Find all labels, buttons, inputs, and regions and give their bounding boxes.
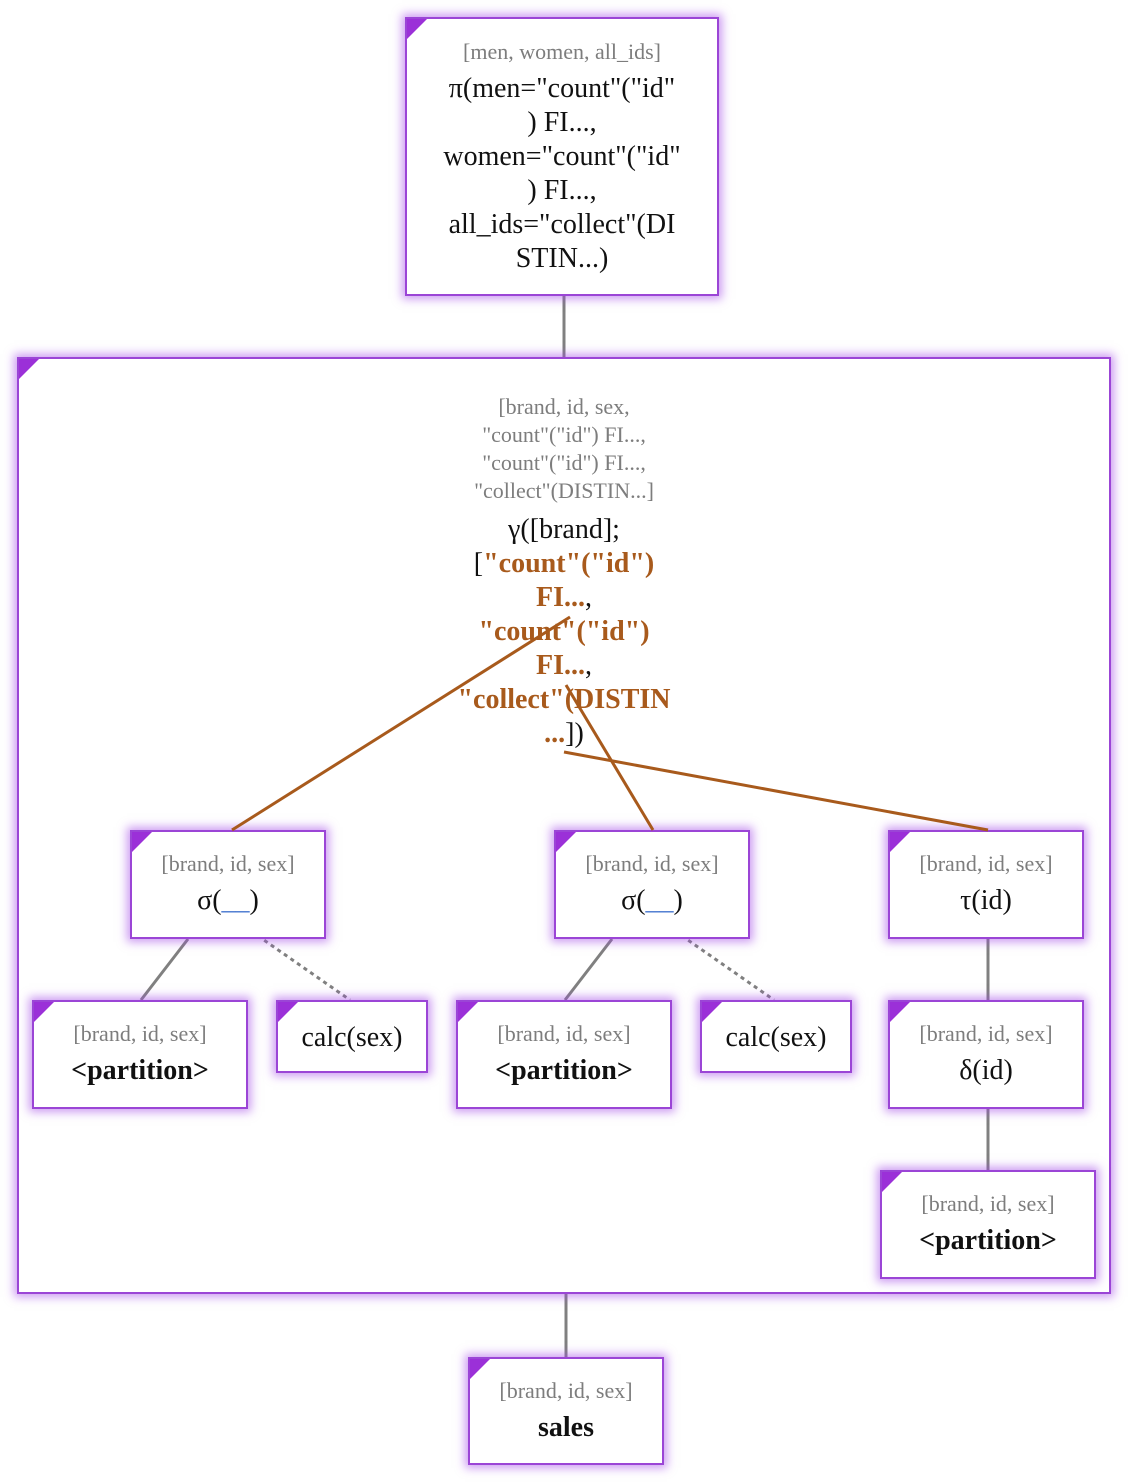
node-corner-marker — [890, 832, 910, 852]
partition-node[interactable]: [brand, id, sex] <partition> — [456, 1000, 672, 1109]
node-corner-marker — [278, 1002, 298, 1022]
node-label: calc(sex) — [725, 1022, 827, 1053]
groupby-node[interactable]: [brand, id, sex, "count"("id") FI..., "c… — [17, 357, 1111, 1294]
select-node[interactable]: [brand, id, sex] σ(__) — [554, 830, 750, 939]
calc-node[interactable]: calc(sex) — [700, 1000, 852, 1073]
node-label: γ([brand]; ["count"("id") FI..., "count"… — [457, 514, 671, 749]
node-corner-marker — [132, 832, 152, 852]
projection-node[interactable]: [men, women, all_ids] π(men="count"("id"… — [405, 17, 719, 296]
aggregate-expression: FI... — [536, 650, 585, 681]
aggregate-expression: "collect"(DISTIN — [457, 684, 671, 715]
node-label: τ(id) — [960, 885, 1012, 916]
node-corner-marker — [470, 1359, 490, 1379]
node-schema: [brand, id, sex] — [919, 851, 1053, 876]
node-corner-marker — [34, 1002, 54, 1022]
predicate-placeholder[interactable]: __ — [221, 885, 250, 916]
sort-node[interactable]: [brand, id, sex] τ(id) — [888, 830, 1084, 939]
node-corner-marker — [702, 1002, 722, 1022]
node-label: σ(__) — [621, 885, 683, 916]
edge-select2-calc2 — [661, 920, 775, 1002]
node-schema: [brand, id, sex] — [73, 1021, 207, 1046]
node-corner-marker — [882, 1172, 902, 1192]
node-label: δ(id) — [959, 1055, 1013, 1086]
node-label: <partition> — [495, 1055, 633, 1086]
node-schema: [brand, id, sex] — [919, 1021, 1053, 1046]
predicate-placeholder[interactable]: __ — [645, 885, 674, 916]
calc-node[interactable]: calc(sex) — [276, 1000, 428, 1073]
aggregate-expression: "count"("id") — [483, 548, 655, 579]
aggregate-expression: ... — [544, 718, 566, 749]
node-label: σ(__) — [197, 885, 259, 916]
partition-node[interactable]: [brand, id, sex] <partition> — [32, 1000, 248, 1109]
select-node[interactable]: [brand, id, sex] σ(__) — [130, 830, 326, 939]
edge-select1-calc1 — [237, 920, 351, 1002]
node-corner-marker — [407, 19, 427, 39]
distinct-node[interactable]: [brand, id, sex] δ(id) — [888, 1000, 1084, 1109]
edge-select1-partition1 — [139, 938, 190, 1001]
node-schema: [brand, id, sex] — [161, 851, 295, 876]
node-corner-marker — [458, 1002, 478, 1022]
sales-node[interactable]: [brand, id, sex] sales — [468, 1357, 664, 1465]
node-corner-marker — [19, 359, 39, 379]
node-schema: [brand, id, sex] — [921, 1191, 1055, 1216]
node-schema: [brand, id, sex] — [499, 1378, 633, 1403]
node-corner-marker — [556, 832, 576, 852]
node-label: <partition> — [71, 1055, 209, 1086]
aggregate-expression: FI... — [536, 582, 585, 613]
node-schema: [men, women, all_ids] — [463, 39, 661, 64]
node-schema: [brand, id, sex] — [497, 1021, 631, 1046]
aggregate-expression: "count"("id") — [478, 616, 650, 647]
node-schema: [brand, id, sex] — [585, 851, 719, 876]
node-corner-marker — [890, 1002, 910, 1022]
node-label: π(men="count"("id" ) FI..., women="count… — [443, 73, 681, 274]
node-label: <partition> — [919, 1225, 1057, 1256]
partition-node[interactable]: [brand, id, sex] <partition> — [880, 1170, 1096, 1279]
edge-select2-partition2 — [563, 938, 614, 1001]
node-schema: [brand, id, sex, "count"("id") FI..., "c… — [474, 394, 654, 503]
node-label: calc(sex) — [301, 1022, 403, 1053]
node-label: sales — [538, 1412, 594, 1443]
